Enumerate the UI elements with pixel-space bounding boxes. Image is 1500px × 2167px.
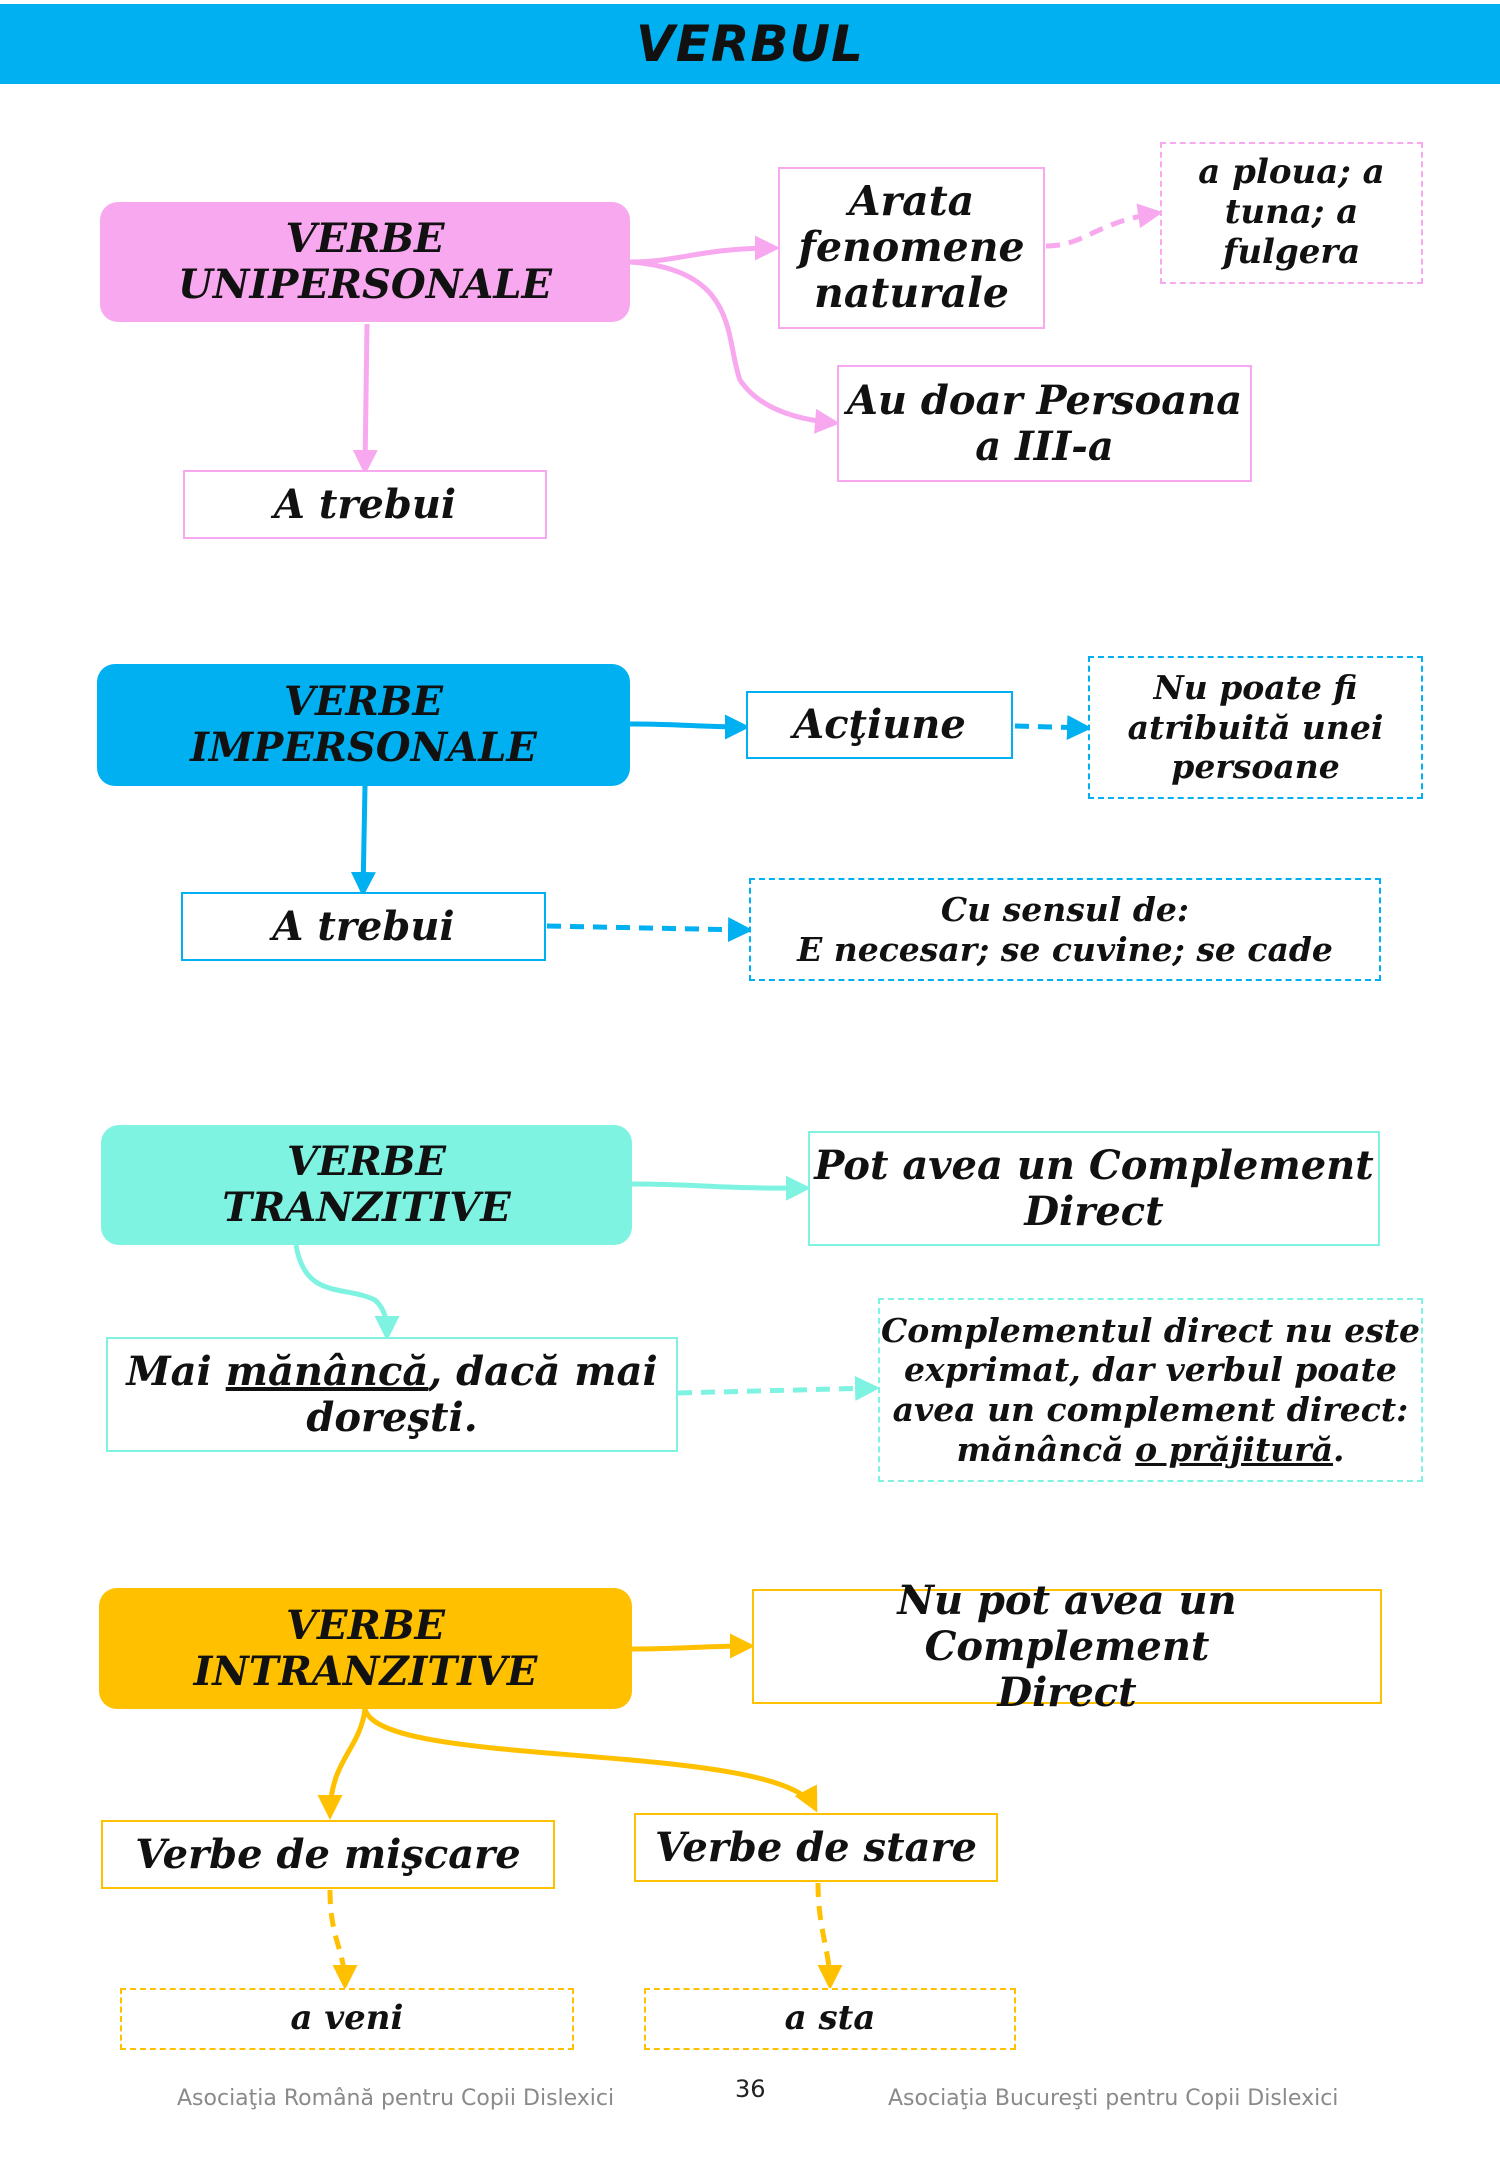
tranzitive-note-verb: mănâncă: [956, 1429, 1136, 1469]
intranzitive-state-example: a sta: [784, 1998, 876, 2039]
footer-left: Asociaţia Română pentru Copii Dislexici: [177, 2086, 615, 2111]
arrow-uni-to-persoana: [629, 259, 840, 434]
tranzitive-note-line2: exprimat, dar verbul poate: [904, 1350, 1397, 1390]
tranzitive-note-box: Complementul direct nu este exprimat, da…: [878, 1298, 1423, 1482]
tranzitive-rule-line1: Pot avea un Complement: [814, 1141, 1374, 1189]
arrow-imp-to-action: [629, 714, 750, 740]
unipersonale-examples-line2: tuna; a: [1224, 192, 1359, 233]
impersonale-action-box: Acţiune: [746, 691, 1013, 759]
unipersonale-definition-line1: Arata: [848, 177, 975, 226]
impersonale-meaning-line1: Cu sensul de:: [940, 889, 1190, 929]
arrow-intranz-to-rule: [631, 1633, 755, 1659]
impersonale-note-line2: atribuită unei: [1127, 707, 1384, 747]
tranzitive-header-line1: VERBE: [286, 1138, 447, 1185]
intranzitive-rule-box: Nu pot avea un Complement Direct: [752, 1577, 1382, 1715]
arrow-state-to-example: [815, 1882, 843, 1990]
intranzitive-motion-example-box: a veni: [120, 1988, 574, 2050]
unipersonale-definition-box: Arata fenomene naturale: [778, 167, 1045, 329]
impersonale-note-box: Nu poate fi atribuită unei persoane: [1088, 656, 1423, 799]
page-title: VERBUL: [636, 15, 864, 73]
unipersonale-persoana-line2: a III-a: [975, 422, 1114, 470]
impersonale-note-line3: persoane: [1171, 747, 1340, 787]
unipersonale-header-line1: VERBE: [285, 215, 445, 262]
intranzitive-state: Verbe de stare: [654, 1823, 977, 1871]
tranzitive-example-verb: mănâncă: [225, 1347, 429, 1395]
arrow-motion-to-example: [327, 1889, 358, 1990]
unipersonale-examples-line1: a ploua; a: [1198, 152, 1385, 193]
unipersonale-examples-line3: fulgera: [1222, 231, 1361, 272]
impersonale-header-line2: IMPERSONALE: [190, 724, 537, 771]
impersonale-header-line1: VERBE: [283, 678, 444, 725]
unipersonale-persoana-box: Au doar Persoana a III-a: [837, 365, 1252, 482]
intranzitive-header-line1: VERBE: [285, 1601, 446, 1649]
unipersonale-header-line2: UNIPERSONALE: [178, 261, 552, 308]
tranzitive-example-line1: Mai mănâncă, dacă mai: [126, 1347, 658, 1395]
intranzitive-rule-line1: Nu pot avea un Complement: [897, 1576, 1237, 1670]
unipersonale-header: VERBE UNIPERSONALE: [100, 202, 630, 322]
tranzitive-example-box: Mai mănâncă, dacă mai doreşti.: [106, 1337, 678, 1452]
impersonale-action: Acţiune: [793, 701, 966, 748]
arrow-uni-to-example: [352, 323, 378, 475]
intranzitive-motion-example: a veni: [290, 1998, 404, 2039]
tranzitive-rule-line2: Direct: [1024, 1187, 1164, 1235]
title-banner: VERBUL: [0, 4, 1500, 84]
impersonale-meaning-line2: E necesar; se cuvine; se cade: [797, 929, 1333, 969]
footer-right: Asociaţia Bucureşti pentru Copii Dislexi…: [888, 2086, 1339, 2111]
tranzitive-example-after: , dacă mai: [428, 1347, 658, 1395]
intranzitive-state-box: Verbe de stare: [634, 1813, 998, 1882]
tranzitive-note-line4: mănâncă o prăjitură.: [881, 1430, 1420, 1470]
arrow-intranz-to-motion: [317, 1708, 368, 1820]
intranzitive-header: VERBE INTRANZITIVE: [99, 1588, 632, 1709]
impersonale-meaning-box: Cu sensul de: E necesar; se cuvine; se c…: [749, 878, 1381, 981]
page-number: 36: [735, 2075, 766, 2103]
intranzitive-motion-box: Verbe de mişcare: [101, 1820, 555, 1889]
impersonale-example-box: A trebui: [181, 892, 546, 961]
arrow-tranz-to-rule: [631, 1175, 811, 1201]
tranzitive-rule-box: Pot avea un Complement Direct: [808, 1131, 1380, 1246]
tranzitive-header-line2: TRANZITIVE: [222, 1184, 511, 1231]
arrow-definition-to-examples: [1045, 203, 1163, 249]
arrow-uni-to-definition: [629, 235, 780, 265]
tranzitive-note-period: .: [1332, 1429, 1345, 1469]
unipersonale-examples-box: a ploua; a tuna; a fulgera: [1160, 142, 1423, 284]
unipersonale-persoana-line1: Au doar Persoana: [846, 376, 1243, 424]
intranzitive-header-line2: INTRANZITIVE: [193, 1647, 538, 1695]
intranzitive-rule-line2: Direct: [997, 1668, 1137, 1716]
arrow-action-to-note: [1014, 714, 1092, 740]
unipersonale-example: A trebui: [273, 480, 457, 528]
tranzitive-note-object: o prăjitură: [1135, 1429, 1333, 1469]
intranzitive-motion: Verbe de mişcare: [135, 1830, 521, 1878]
tranzitive-note-line3: avea un complement direct:: [892, 1390, 1409, 1429]
impersonale-note-line1: Nu poate fi: [1153, 668, 1358, 708]
tranzitive-example-line2: doreşti.: [306, 1393, 478, 1441]
unipersonale-example-box: A trebui: [183, 470, 547, 539]
unipersonale-definition-line3: naturale: [814, 268, 1009, 317]
arrow-example-to-meaning: [546, 917, 753, 943]
arrow-intranz-to-state: [362, 1707, 818, 1813]
arrow-tranz-to-example: [293, 1244, 400, 1341]
arrow-example-to-note: [677, 1376, 880, 1402]
impersonale-example: A trebui: [272, 902, 455, 950]
unipersonale-definition-line2: fenomene: [798, 223, 1025, 272]
intranzitive-state-example-box: a sta: [644, 1988, 1016, 2050]
tranzitive-example-before: Mai: [126, 1347, 226, 1395]
tranzitive-header: VERBE TRANZITIVE: [101, 1125, 632, 1245]
arrow-imp-to-example: [350, 785, 376, 897]
impersonale-header: VERBE IMPERSONALE: [97, 664, 630, 786]
tranzitive-note-line1: Complementul direct nu este: [880, 1310, 1421, 1350]
